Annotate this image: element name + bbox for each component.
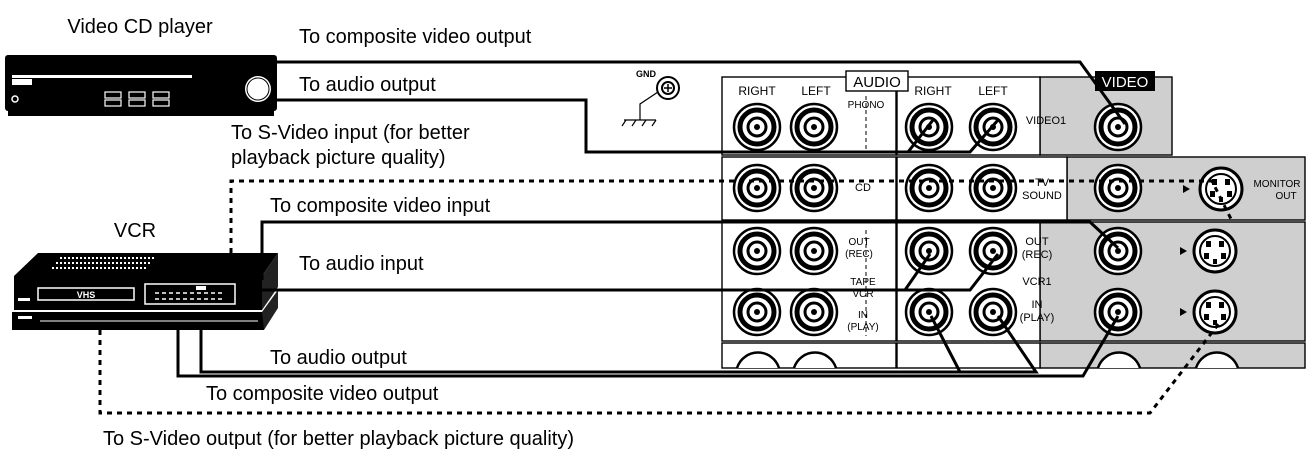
vcr1-in-video-jack [1095,289,1141,335]
vcr-audio-out-cable-left [199,315,1039,374]
label-vcr-svideo-out: To S-Video output (for better playback p… [103,428,574,450]
label-monitor: MONITOR [1253,179,1300,190]
vcr-composite-in-cable [260,220,1120,280]
label-tape: TAPE [850,277,876,288]
label-vcr-composite-out: To composite video output [206,383,439,405]
receiver-panel: AUDIO VIDEO RIGHT LEFT RIGHT LEFT PHONO … [621,69,1306,369]
cables [98,60,1234,415]
gnd-label: GND [636,69,657,79]
vcr-audio-out-cable-right [929,315,1036,374]
monitor-out-video-jack [1095,165,1141,211]
label-vcr1-out: OUT [1025,236,1049,248]
vcd-audio-cable-right [277,98,935,154]
vcr-composite-out-cable [176,315,1120,378]
label-vcr1: VCR1 [1022,276,1051,288]
video-cd-player [5,55,277,116]
label-vcr1-rec: (REC) [1022,249,1053,261]
next-video-section [1039,342,1306,369]
vhs-badge: VHS [77,290,96,300]
audio-header: AUDIO [853,74,901,91]
next-audio-section-b [896,342,1041,369]
phono-left-jack [791,104,837,150]
vcr1-in-right-jack [906,289,952,335]
tape-out-right-jack [734,228,780,274]
cd-left-jack [791,165,837,211]
cd-right-jack [734,165,780,211]
video-cd-player-label: Video CD player [67,16,213,38]
label-right-2: RIGHT [914,84,952,98]
monitor-out-svideo-jack [1198,166,1244,212]
tv-sound-left-jack [970,165,1016,211]
tv-sound-right-jack [906,165,952,211]
label-tape-play: (PLAY) [847,322,879,333]
label-vcd-svideo-in-1: To S-Video input (for better [231,122,470,144]
label-vcd-audio-out: To audio output [299,74,436,96]
video1-video-jack [1095,104,1141,150]
label-tape-vcr: VCR [852,289,873,300]
label-left: LEFT [801,84,831,98]
label-tape-in: IN [858,310,868,321]
label-vcr-audio-in: To audio input [299,253,424,275]
vcr-label: VCR [114,220,156,242]
vcr1-out-svideo-jack [1192,228,1238,274]
label-vcd-composite-out: To composite video output [299,26,532,48]
tape-out-left-jack [791,228,837,274]
tape-in-right-jack [734,289,780,335]
vcr1-video-section [1039,221,1306,342]
label-vcr1-in: IN [1032,299,1043,311]
tape-in-left-jack [791,289,837,335]
vcr1-in-left-jack [970,289,1016,335]
label-right: RIGHT [738,84,776,98]
vcr1-out-left-jack [970,228,1016,274]
label-tape-rec: (REC) [845,249,873,260]
vcd-composite-cable [277,60,1127,125]
label-tv: TV [1035,177,1050,189]
label-vcr-audio-out: To audio output [270,347,407,369]
phono-right-jack [734,104,780,150]
vcr-svideo-cable [98,321,1222,415]
label-sound: SOUND [1022,190,1062,202]
label-monitor-out: OUT [1275,191,1296,202]
label-vcr-composite-in: To composite video input [270,195,491,217]
label-vcr1-play: (PLAY) [1020,312,1055,324]
vcr-audio-in-cable-left [905,253,1000,292]
vcd-audio-cable-left [908,119,1000,154]
label-cd: CD [855,182,871,194]
label-tape-out: OUT [848,237,869,248]
label-vcd-svideo-in-2: playback picture quality) [231,147,446,169]
video-header: VIDEO [1102,74,1149,91]
vcr1-out-right-jack [906,228,952,274]
label-video1: VIDEO1 [1026,115,1066,127]
vcr-device: VHS [12,253,278,330]
label-left-2: LEFT [978,84,1008,98]
